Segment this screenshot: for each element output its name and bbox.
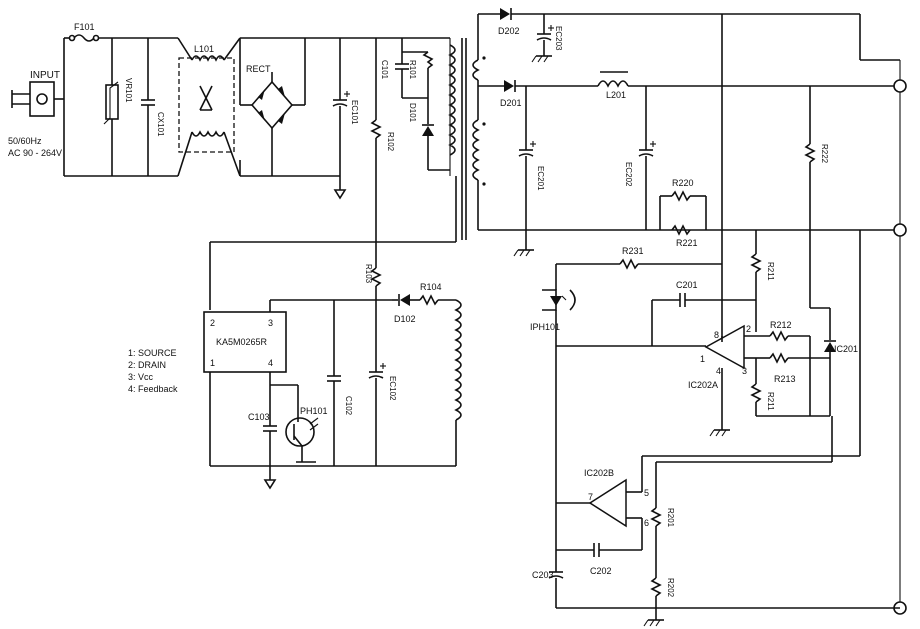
phototransistor-ph101 [285, 385, 319, 463]
label-ec202: EC202 [624, 162, 633, 187]
label-c102: C102 [344, 396, 353, 416]
snubber-network [395, 38, 450, 171]
ic-pin-3: 3 [268, 318, 273, 328]
diode-d202 [478, 8, 861, 60]
label-r201: R201 [666, 508, 675, 528]
ic-pin-1: 1 [210, 358, 215, 368]
ic-pin-4: 4 [268, 358, 273, 368]
fuse-f101 [64, 34, 178, 42]
bridge-rectifier [239, 37, 340, 177]
label-d101: D101 [408, 103, 417, 123]
resistor-r103 [370, 267, 382, 300]
label-r231: R231 [622, 246, 644, 256]
opamp-pin-2: 2 [746, 324, 751, 334]
resistor-r211-lower [750, 358, 762, 416]
label-rect: RECT [246, 64, 271, 74]
label-r213: R213 [774, 374, 796, 384]
opamp-pin-5: 5 [644, 488, 649, 498]
ic-name: KA5M0265R [216, 337, 268, 347]
resistors-r220-r221 [659, 190, 707, 236]
label-vr101: VR101 [124, 78, 133, 103]
label-ic202a: IC202A [688, 380, 718, 390]
opamp-pin-7: 7 [588, 492, 593, 502]
ic-ka5m0265r [203, 299, 392, 466]
capacitor-ec203 [531, 14, 554, 63]
label-ph101: PH101 [300, 406, 328, 416]
ic-pin-2: 2 [210, 318, 215, 328]
label-r221: R221 [676, 238, 698, 248]
resistor-r212 [769, 330, 810, 342]
opamp-pin-4: 4 [716, 366, 721, 376]
capacitor-c103 [263, 384, 298, 490]
opamp-pin-1: 1 [700, 354, 705, 364]
input-connector [11, 38, 65, 176]
label-r102: R102 [386, 132, 395, 152]
resistor-r102 [370, 38, 382, 268]
label-r101: R101 [408, 60, 417, 80]
label-d102: D102 [394, 314, 416, 324]
input-title: INPUT [30, 70, 60, 81]
label-ec101: EC101 [350, 100, 359, 125]
legend-4: 4: Feedback [128, 384, 178, 394]
label-r211-lower: R211 [766, 392, 775, 411]
label-c202: C202 [590, 566, 612, 576]
label-ec203: EC203 [554, 26, 563, 51]
capacitor-cx101 [141, 38, 155, 176]
diode-d201 [478, 80, 598, 92]
capacitor-ec201 [518, 86, 536, 230]
label-l101: L101 [194, 44, 214, 54]
capacitor-c202 [556, 543, 642, 557]
varistor-vr101 [103, 38, 119, 176]
opamp-pin-6: 6 [644, 518, 649, 528]
label-iph101: IPH101 [530, 322, 560, 332]
label-c101: C101 [380, 60, 389, 80]
reference-ic201 [756, 307, 836, 417]
label-cx101: CX101 [156, 112, 165, 137]
label-l201: L201 [606, 90, 626, 100]
legend-1: 1: SOURCE [128, 348, 177, 358]
capacitor-ec202 [638, 86, 656, 230]
opamp-pin-3: 3 [742, 366, 747, 376]
capacitor-c102 [327, 300, 341, 466]
legend-3: 3: Vcc [128, 372, 154, 382]
label-c201: C201 [676, 280, 698, 290]
optocoupler-iph101 [542, 264, 576, 572]
input-freq: 50/60Hz [8, 136, 42, 146]
label-c103: C103 [248, 412, 270, 422]
opamp-pin-8: 8 [714, 330, 719, 340]
inductor-l201 [597, 71, 900, 88]
label-r222: R222 [820, 144, 829, 164]
capacitor-c203 [548, 571, 564, 608]
label-r220: R220 [672, 178, 694, 188]
capacitor-ec101 [332, 38, 350, 200]
transformer [448, 14, 486, 240]
label-d201: D201 [500, 98, 522, 108]
label-r211: R211 [766, 262, 775, 281]
resistor-r222 [804, 86, 816, 308]
input-voltage: AC 90 - 264V [8, 148, 62, 158]
resistor-r201 [650, 462, 662, 572]
label-d202: D202 [498, 26, 520, 36]
choke-l101 [177, 37, 241, 177]
label-ec102: EC102 [388, 376, 397, 401]
capacitor-ec102 [368, 300, 386, 466]
resistor-r213 [756, 352, 830, 364]
label-r202: R202 [666, 578, 675, 598]
diode-d102 [392, 294, 462, 466]
label-ic201: IC201 [834, 344, 858, 354]
output-terminals [860, 59, 907, 615]
resistor-r202 [643, 572, 664, 627]
opamp-ic202b [556, 456, 643, 550]
label-r103: R103 [364, 264, 373, 284]
label-ec201: EC201 [536, 166, 545, 191]
legend-2: 2: DRAIN [128, 360, 166, 370]
label-ic202b: IC202B [584, 468, 614, 478]
label-r212: R212 [770, 320, 792, 330]
resistor-r211 [750, 230, 762, 332]
opamp-ic202a [556, 324, 770, 430]
label-f101: F101 [74, 22, 95, 32]
label-r104: R104 [420, 282, 442, 292]
label-c203: C203 [532, 570, 554, 580]
